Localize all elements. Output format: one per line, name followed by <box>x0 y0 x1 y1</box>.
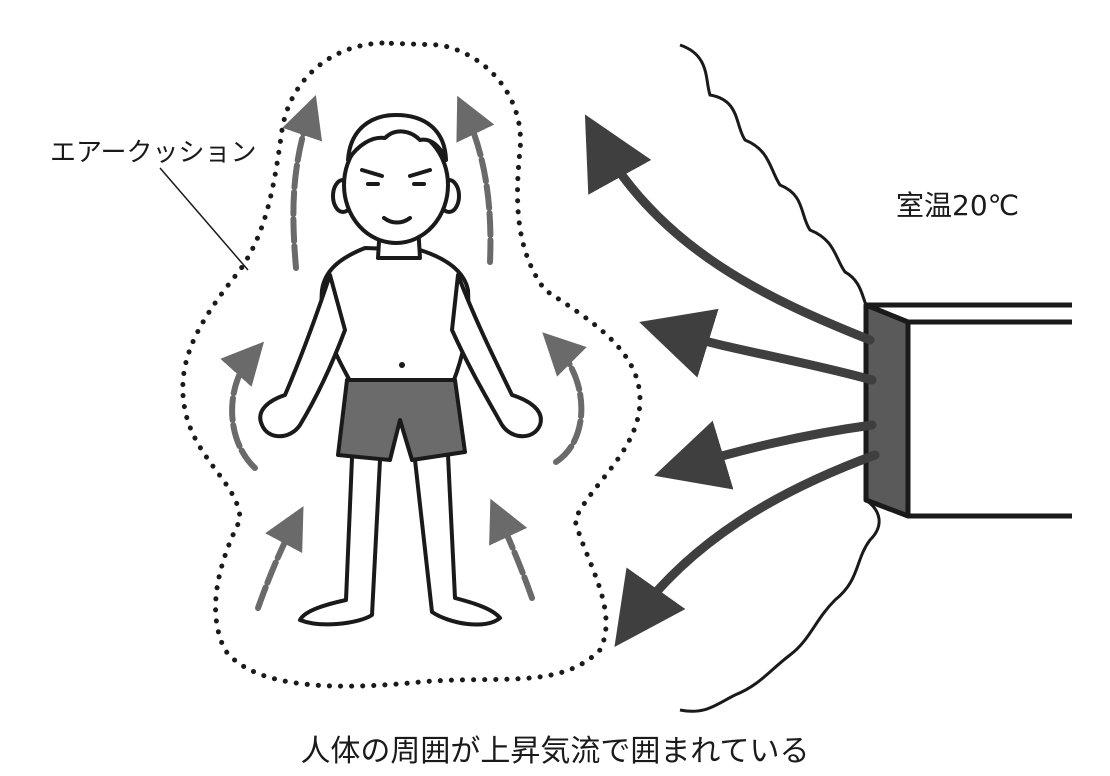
warm-air-wave-outline-bottom <box>679 498 881 713</box>
warm-air-wave-outline-top <box>679 43 868 306</box>
person-left-arm <box>258 273 347 439</box>
air-cushion-pointer-line <box>159 167 249 271</box>
rising-air-arrow-low-right-icon <box>489 498 535 601</box>
rising-air-arrows <box>220 94 587 611</box>
air-cushion-outline <box>180 40 643 689</box>
warm-air-arrow-mid-upper-icon <box>639 308 877 385</box>
wall-heater-icon <box>863 302 1072 519</box>
rising-air-arrow-mid-left-icon <box>220 341 265 471</box>
rising-air-arrow-top-left-icon <box>282 94 323 271</box>
person-navel <box>399 362 405 368</box>
person-shorts <box>336 378 467 462</box>
room-temperature-label: 室温20℃ <box>896 189 1020 222</box>
warm-air-arrows <box>584 114 880 648</box>
person-legs <box>298 453 502 627</box>
person-figure <box>258 113 543 627</box>
warm-air-arrow-lower-icon <box>614 450 880 648</box>
rising-air-arrow-low-left-icon <box>255 506 304 611</box>
rising-air-arrow-top-right-icon <box>456 95 495 265</box>
air-cushion-label: エアークッション <box>50 138 257 168</box>
person-hair <box>346 113 448 162</box>
person-right-arm <box>450 273 543 439</box>
person-eyebrows <box>360 168 432 178</box>
person-mouth <box>382 216 412 225</box>
warm-air-arrow-upper-icon <box>584 114 875 345</box>
rising-air-arrow-mid-right-icon <box>542 332 587 465</box>
diagram-caption: 人体の周囲が上昇気流で囲まれている <box>300 734 810 769</box>
person-torso <box>319 246 471 387</box>
warm-air-arrow-mid-lower-icon <box>654 420 877 490</box>
